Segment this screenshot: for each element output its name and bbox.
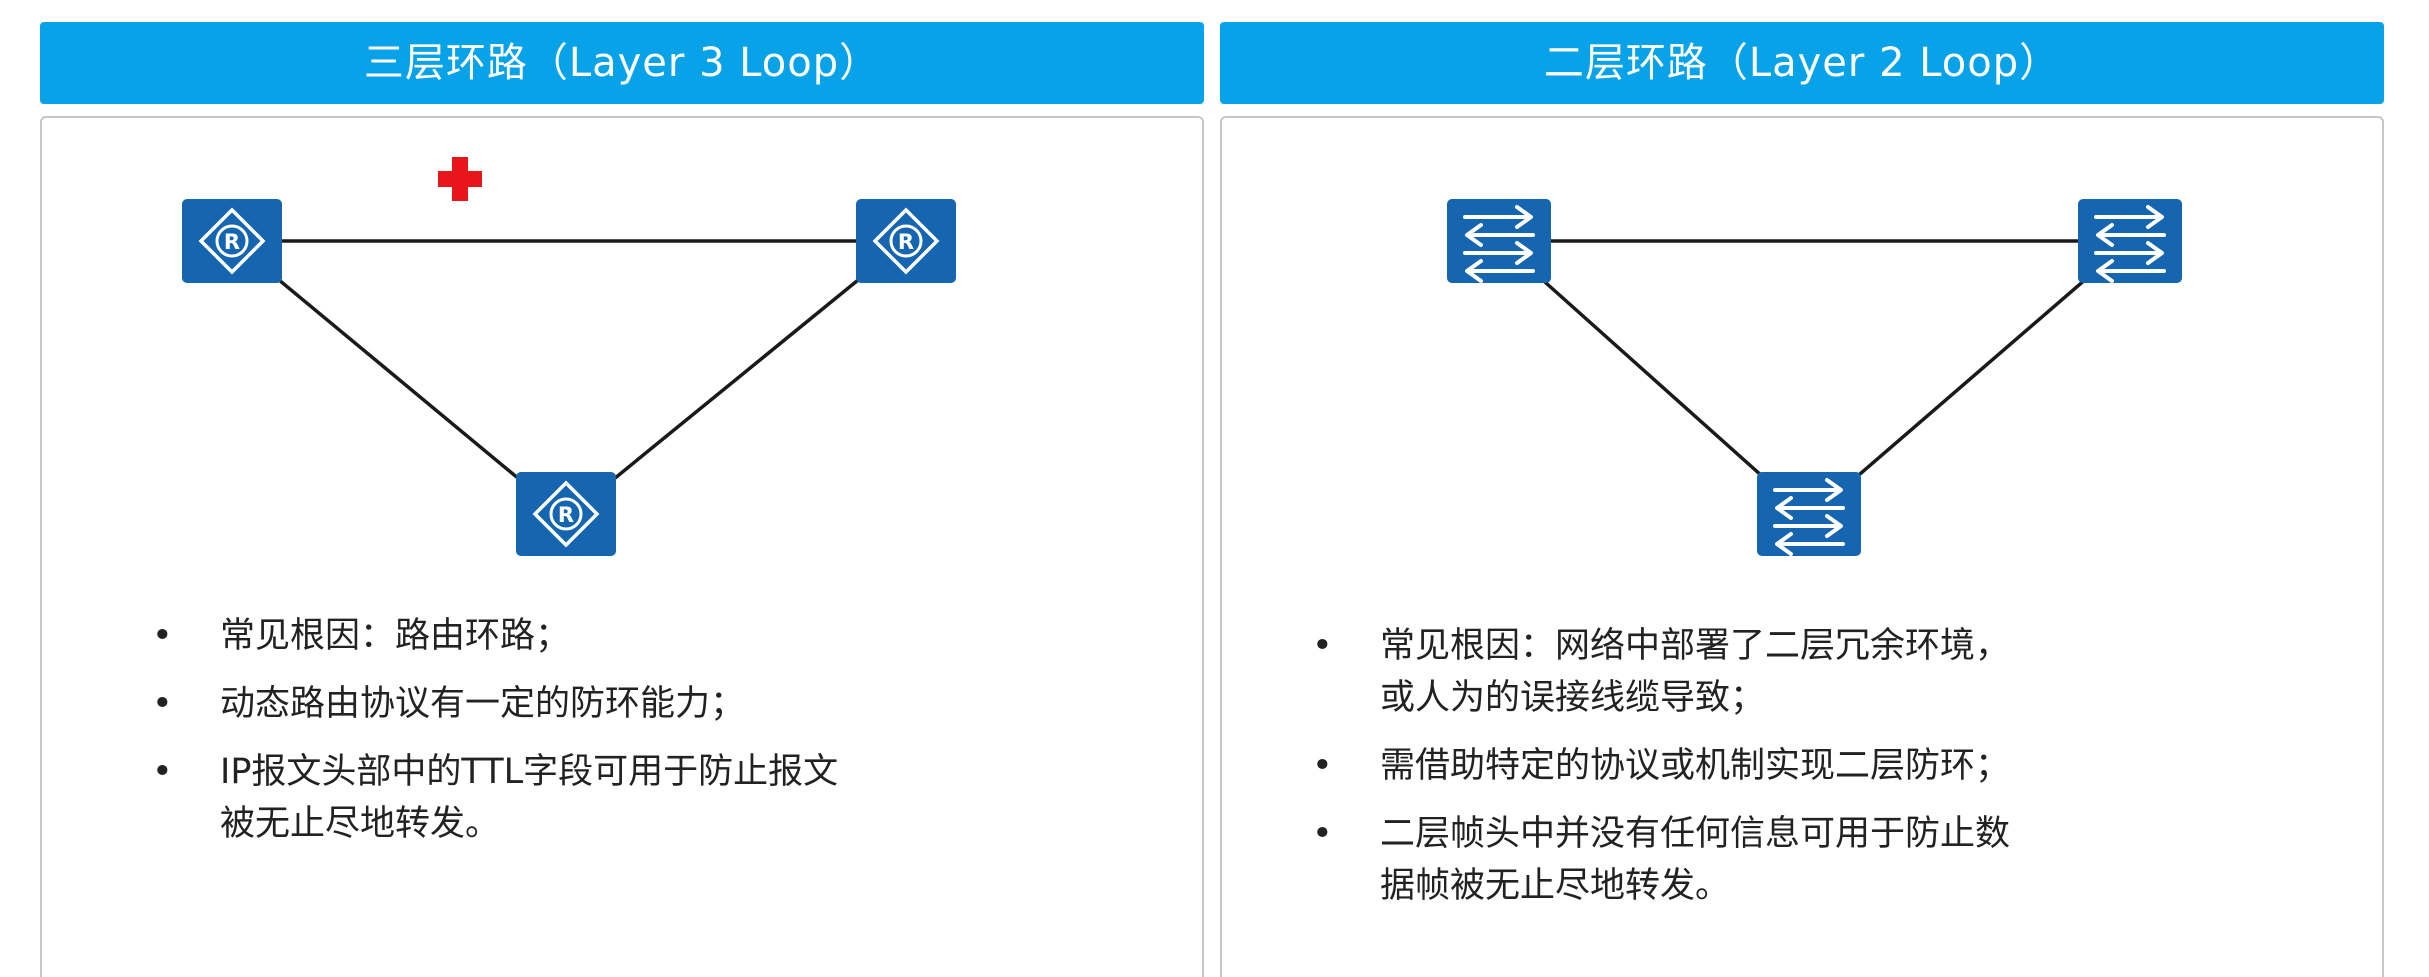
bullet-text-continued: 被无止尽地转发。 <box>220 804 501 844</box>
bullet-text: 动态路由协议有一定的防环能力； <box>220 684 746 724</box>
bullet-dot: • <box>152 684 173 724</box>
link-right-diagonal <box>564 239 908 520</box>
layer3-loop-panel: 三层环路（Layer 3 Loop） R <box>40 22 1204 977</box>
bullet-text: 需借助特定的协议或机制实现二层防环； <box>1380 746 2011 786</box>
layer2-loop-body: • 常见根因：网络中部署了二层冗余环境， 或人为的误接线缆导致； • 需借助特定… <box>1220 116 2384 977</box>
router-icon: R <box>182 199 282 283</box>
bullet-text: 常见根因：路由环路； <box>220 616 571 656</box>
bullet-dot: • <box>1312 626 1333 666</box>
bullet-dot: • <box>1312 746 1333 786</box>
layer2-topology-diagram <box>1447 199 2182 556</box>
layer3-topology-diagram: R R R <box>182 157 956 556</box>
bullet-item: • 二层帧头中并没有任何信息可用于防止数 据帧被无止尽地转发。 <box>1312 808 2272 912</box>
bullet-item: • IP报文头部中的TTL字段可用于防止报文 被无止尽地转发。 <box>152 746 1052 850</box>
bullet-item: • 动态路由协议有一定的防环能力； <box>152 678 1052 730</box>
bullet-text: IP报文头部中的TTL字段可用于防止报文 <box>220 752 839 792</box>
router-icon: R <box>856 199 956 283</box>
switch-icon <box>2078 199 2182 283</box>
bullet-item: • 常见根因：路由环路； <box>152 610 1052 662</box>
red-cross-icon <box>438 157 482 201</box>
svg-text:R: R <box>224 230 240 254</box>
bullet-item: • 常见根因：网络中部署了二层冗余环境， 或人为的误接线缆导致； <box>1312 620 2272 724</box>
router-icon: R <box>516 472 616 556</box>
link-left-diagonal <box>1497 239 1811 520</box>
layer3-loop-title: 三层环路（Layer 3 Loop） <box>40 22 1204 104</box>
layer3-loop-bullets: • 常见根因：路由环路； • 动态路由协议有一定的防环能力； • IP报文头部中… <box>152 610 1052 866</box>
switch-icon <box>1757 472 1861 556</box>
bullet-item: • 需借助特定的协议或机制实现二层防环； <box>1312 740 2272 792</box>
layer2-loop-title: 二层环路（Layer 2 Loop） <box>1220 22 2384 104</box>
switch-icon <box>1447 199 1551 283</box>
bullet-dot: • <box>152 616 173 656</box>
bullet-dot: • <box>1312 814 1333 854</box>
layer3-loop-body: R R R • <box>40 116 1204 977</box>
bullet-dot: • <box>152 752 173 792</box>
layer2-loop-bullets: • 常见根因：网络中部署了二层冗余环境， 或人为的误接线缆导致； • 需借助特定… <box>1312 620 2272 928</box>
bullet-text: 常见根因：网络中部署了二层冗余环境， <box>1380 626 2011 666</box>
bullet-text: 二层帧头中并没有任何信息可用于防止数 <box>1380 814 2011 854</box>
svg-text:R: R <box>558 503 574 527</box>
bullet-text-continued: 据帧被无止尽地转发。 <box>1380 866 1731 906</box>
link-right-diagonal <box>1807 239 2132 520</box>
bullet-text-continued: 或人为的误接线缆导致； <box>1380 678 1766 718</box>
svg-text:R: R <box>898 230 914 254</box>
layer2-loop-panel: 二层环路（Layer 2 Loop） <box>1220 22 2384 977</box>
link-left-diagonal <box>230 239 568 520</box>
